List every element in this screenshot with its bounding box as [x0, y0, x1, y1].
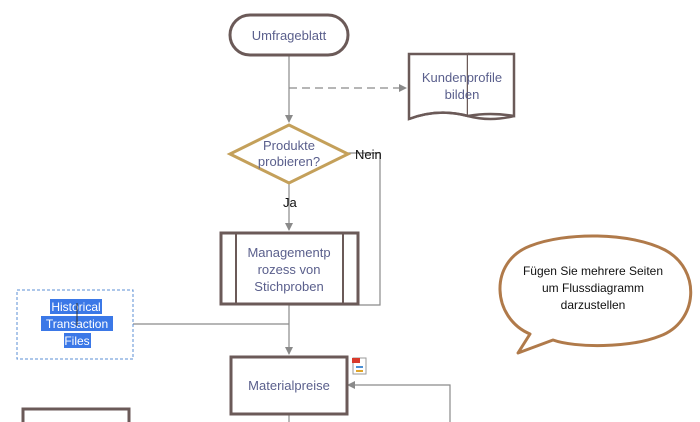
selected-data-node[interactable]: Historical Transaction Files — [16, 289, 134, 360]
callout-line1: Fügen Sie mehrere Seiten — [523, 264, 663, 278]
yes-label: Ja — [283, 195, 298, 210]
document-node[interactable]: Kundenprofile bilden — [407, 52, 516, 121]
subprocess-line3: Stichproben — [254, 279, 323, 294]
callout-line3: darzustellen — [561, 298, 626, 312]
start-node-label: Umfrageblatt — [252, 28, 327, 43]
no-label: Nein — [355, 147, 382, 162]
document-node-line1: Kundenprofile — [422, 70, 502, 85]
decision-node[interactable]: Produkte probieren? — [226, 123, 352, 185]
decision-node-line2: probieren? — [258, 154, 320, 169]
subprocess-line1: Managementp — [247, 245, 330, 260]
start-node[interactable]: Umfrageblatt — [228, 13, 350, 57]
process-node[interactable]: Materialpreise — [229, 355, 349, 416]
decision-node-line1: Produkte — [263, 138, 315, 153]
callout-line2: um Flussdiagramm — [542, 281, 644, 295]
subprocess-line2: rozess von — [258, 262, 321, 277]
partial-node[interactable] — [21, 407, 131, 422]
selected-line3: Files — [64, 334, 89, 348]
selected-line1: Historical — [51, 300, 100, 314]
subprocess-node[interactable]: Managementp rozess von Stichproben — [219, 231, 360, 306]
document-node-line2: bilden — [445, 87, 480, 102]
attachment-icon[interactable] — [352, 357, 367, 375]
connector-return[interactable] — [347, 381, 451, 422]
process-node-label: Materialpreise — [248, 378, 330, 393]
callout-bubble[interactable]: Fügen Sie mehrere Seiten um Flussdiagram… — [498, 234, 693, 355]
